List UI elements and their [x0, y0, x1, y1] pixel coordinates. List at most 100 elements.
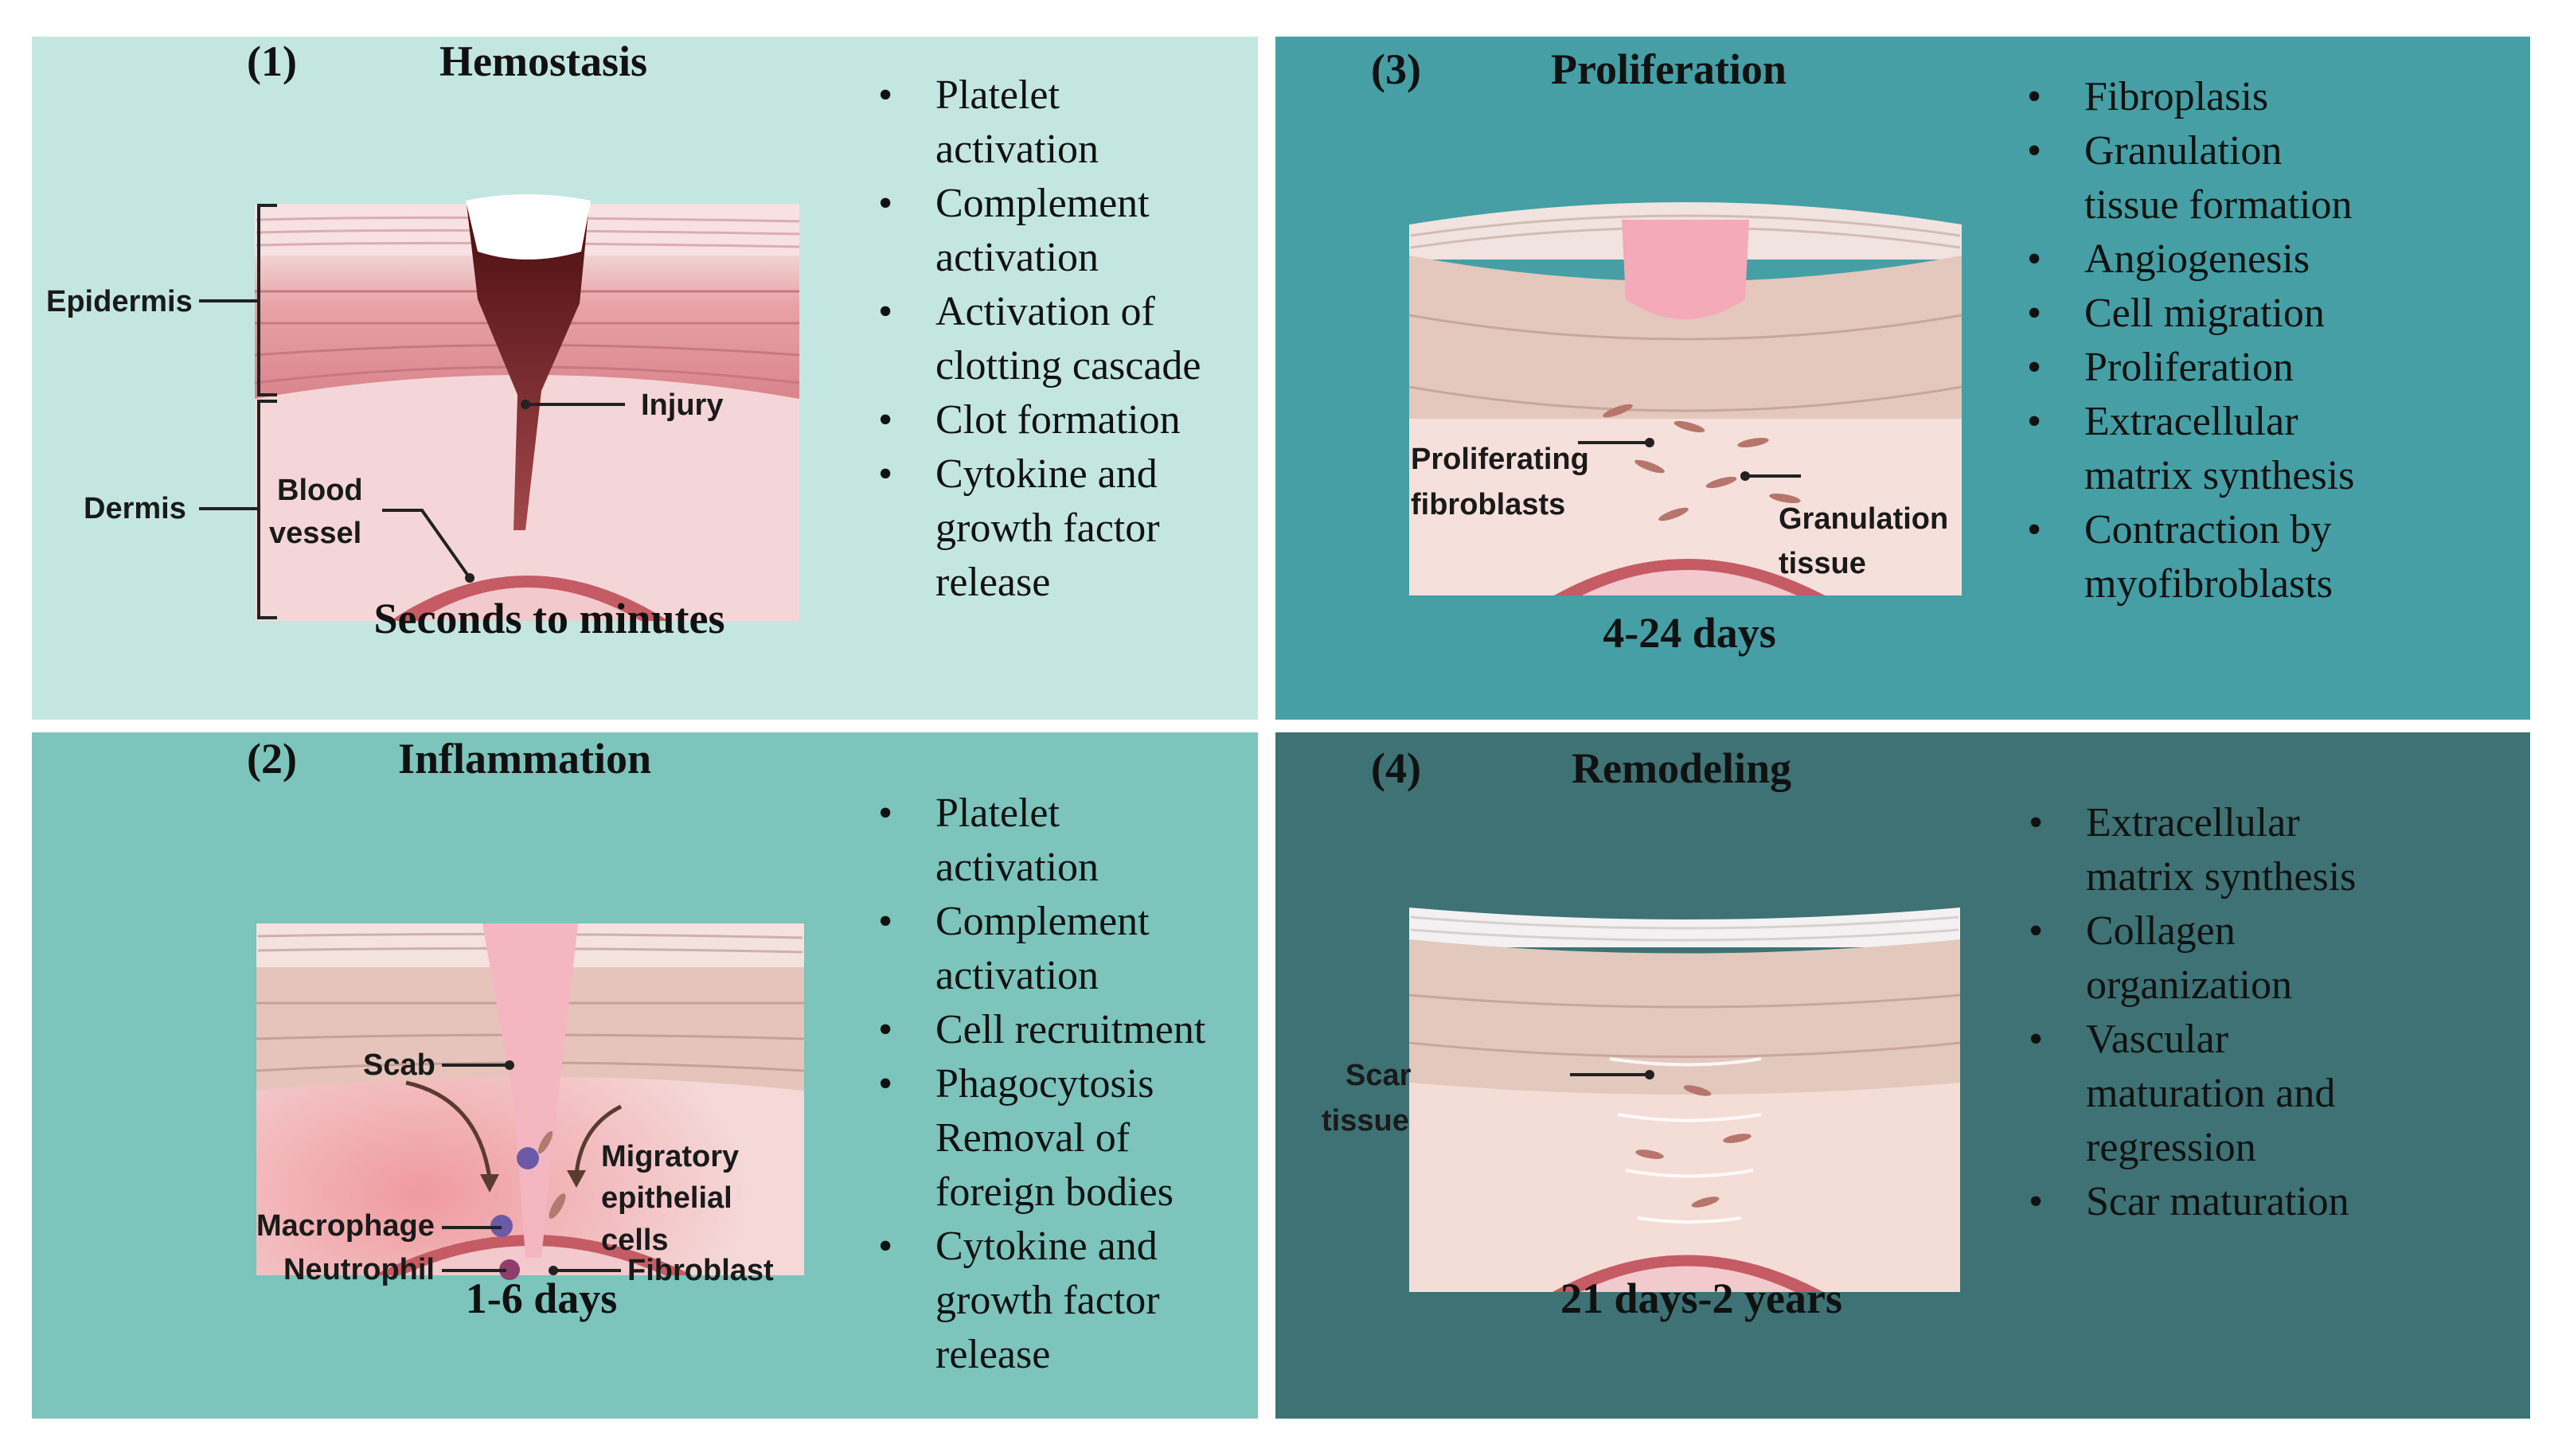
- scar-label-line1: Scar: [1345, 1059, 1412, 1092]
- panel-duration: 4-24 days: [1603, 609, 1776, 657]
- bullet-item: Complement activation: [878, 177, 1201, 285]
- inflammation-bullets: PlateletactivationComplementactivationCe…: [878, 787, 1205, 1382]
- inflammation-panel: (2) Inflammation Scab: [32, 732, 1258, 1419]
- bullet-text-line: Vascular: [2086, 1017, 2229, 1062]
- proliferation-panel: (3) Proliferation Proliferating fibrobla…: [1275, 37, 2530, 720]
- panel-number: (3): [1371, 45, 1421, 93]
- bullet-item: Collagen organization: [2029, 904, 2356, 1013]
- remodeling-bullets: Extracellular matrix synthesisCollagen org…: [2029, 796, 2356, 1229]
- bullet-item: Complement activation: [878, 895, 1205, 1003]
- bullet-text-line: Extracellular: [2084, 399, 2298, 444]
- bullet-text-line: Proliferation: [2084, 345, 2294, 390]
- bullet-text-line: Removal of: [935, 1115, 1131, 1161]
- injury-label: Injury: [641, 388, 723, 422]
- bullet-text-line: tissue formation: [2084, 182, 2353, 228]
- neutrophil-cell: [499, 1259, 520, 1280]
- scar-label-line2: tissue: [1322, 1104, 1409, 1138]
- bullet-text-line: Clot formation: [935, 397, 1181, 443]
- bullet-text-line: organization: [2086, 962, 2292, 1008]
- remodeling-illustration: Scar tissue: [1322, 908, 1961, 1292]
- bullet-text-line: Phagocytosis: [935, 1061, 1154, 1107]
- bullet-item: Extracellular matrix synthesis: [2029, 796, 2356, 904]
- wound-clot: [466, 194, 591, 260]
- bullet-item: Activation of clotting cascade: [878, 285, 1201, 393]
- hemostasis-panel: (1) Hemostasis Epi: [32, 37, 1258, 720]
- bullet-text-line: Cytokine and: [935, 451, 1158, 497]
- bullet-item: Cytokine and growth factor release: [878, 1220, 1205, 1382]
- granulation-wound: [1622, 220, 1749, 319]
- bullet-text-line: Complement: [935, 899, 1150, 944]
- fibroblast-label: Fibroblast: [627, 1254, 774, 1287]
- proliferating-label-line1: Proliferating: [1411, 443, 1589, 476]
- bullet-text-line: regression: [2086, 1125, 2256, 1170]
- panel-duration: Seconds to minutes: [373, 595, 725, 642]
- migratory-label-line1: Migratory: [601, 1140, 739, 1173]
- blood-vessel-label-line2: vessel: [269, 517, 361, 550]
- hemostasis-bullets: PlateletactivationComplementactivationAc…: [878, 68, 1201, 610]
- bullet-item: Platelet activation: [878, 787, 1205, 895]
- remodeling-panel: (4) Remodeling Scar tissue 21 days-2 yea…: [1275, 732, 2530, 1419]
- epidermis-label: Epidermis: [46, 285, 193, 318]
- granulation-label-line2: tissue: [1779, 547, 1866, 580]
- panel-duration: 21 days-2 years: [1560, 1274, 1842, 1322]
- panel-number: (4): [1371, 744, 1421, 792]
- bullet-text-line: growth factor: [935, 506, 1160, 551]
- blood-vessel-label-line1: Blood: [277, 474, 363, 507]
- bullet-item: Cell migration: [2027, 287, 2354, 341]
- bullet-item: Fibroplasis: [2027, 70, 2354, 124]
- hemostasis-illustration: Epidermis Dermis Blood vessel Injury: [46, 194, 800, 621]
- macrophage-label: Macrophage: [256, 1209, 435, 1243]
- bullet-text-line: Platelet: [935, 72, 1060, 118]
- epidermis-layer: [1409, 939, 1960, 1095]
- wound-scab: [482, 923, 578, 1258]
- bullet-text-line: Extracellular: [2086, 800, 2300, 845]
- bullet-text-line: matrix synthesis: [2084, 453, 2355, 498]
- proliferation-bullets: FibroplasisGranulationtissue formationAn…: [2027, 70, 2354, 611]
- bullet-text-line: activation: [935, 235, 1099, 280]
- bullet-text-line: foreign bodies: [935, 1169, 1174, 1215]
- bullet-text-line: activation: [935, 127, 1099, 172]
- bullet-text-line: Cell migration: [2084, 291, 2325, 336]
- bullet-text-line: maturation and: [2086, 1071, 2336, 1116]
- panel-number: (2): [247, 735, 297, 783]
- bullet-text-line: Platelet: [935, 790, 1060, 836]
- bullet-text-line: release: [935, 560, 1051, 605]
- bullet-item: Vascular maturation and regression: [2029, 1013, 2356, 1175]
- bullet-text-line: Activation of: [935, 289, 1155, 334]
- panel-title: Inflammation: [398, 735, 652, 783]
- dermis-label: Dermis: [84, 492, 186, 525]
- bullet-text-line: activation: [935, 953, 1099, 998]
- scab-label: Scab: [363, 1048, 435, 1082]
- panel-title: Remodeling: [1572, 744, 1791, 792]
- epidermis-layer: [1409, 256, 1962, 419]
- panel-duration: 1-6 days: [465, 1274, 618, 1322]
- inflammation-illustration: Scab Migratory epithelial cells Macropha…: [256, 923, 805, 1287]
- bullet-item: Clot formation: [878, 393, 1201, 447]
- bullet-item: Cell recruitment: [878, 1003, 1205, 1057]
- bullet-text-line: Cytokine and: [935, 1224, 1158, 1269]
- bullet-text-line: Fibroplasis: [2084, 74, 2269, 119]
- bullet-text-line: Collagen: [2086, 908, 2236, 954]
- bullet-item: Platelet activation: [878, 68, 1201, 177]
- bullet-text-line: matrix synthesis: [2086, 854, 2357, 900]
- bullet-item: Scar maturation: [2029, 1175, 2356, 1229]
- wound-injury: [467, 204, 589, 530]
- bullet-text-line: Scar maturation: [2086, 1179, 2349, 1224]
- bullet-item: Proliferation: [2027, 341, 2354, 395]
- bullet-item: Cytokine and growth factor release: [878, 447, 1201, 610]
- neutrophil-label: Neutrophil: [283, 1253, 435, 1286]
- bullet-text-line: Angiogenesis: [2084, 236, 2310, 282]
- bullet-text-line: Contraction by: [2084, 507, 2332, 552]
- bullet-text-line: clotting cascade: [935, 343, 1201, 388]
- proliferation-illustration: Proliferating fibroblasts Granulation ti…: [1408, 202, 1963, 595]
- panel-number: (1): [247, 37, 297, 85]
- panel-title: Hemostasis: [439, 37, 647, 85]
- migratory-label-line3: cells: [601, 1224, 669, 1257]
- bullet-text-line: Complement: [935, 181, 1150, 226]
- bullet-text-line: release: [935, 1332, 1051, 1377]
- bullet-text-line: activation: [935, 845, 1099, 890]
- bullet-text-line: growth factor: [935, 1278, 1160, 1323]
